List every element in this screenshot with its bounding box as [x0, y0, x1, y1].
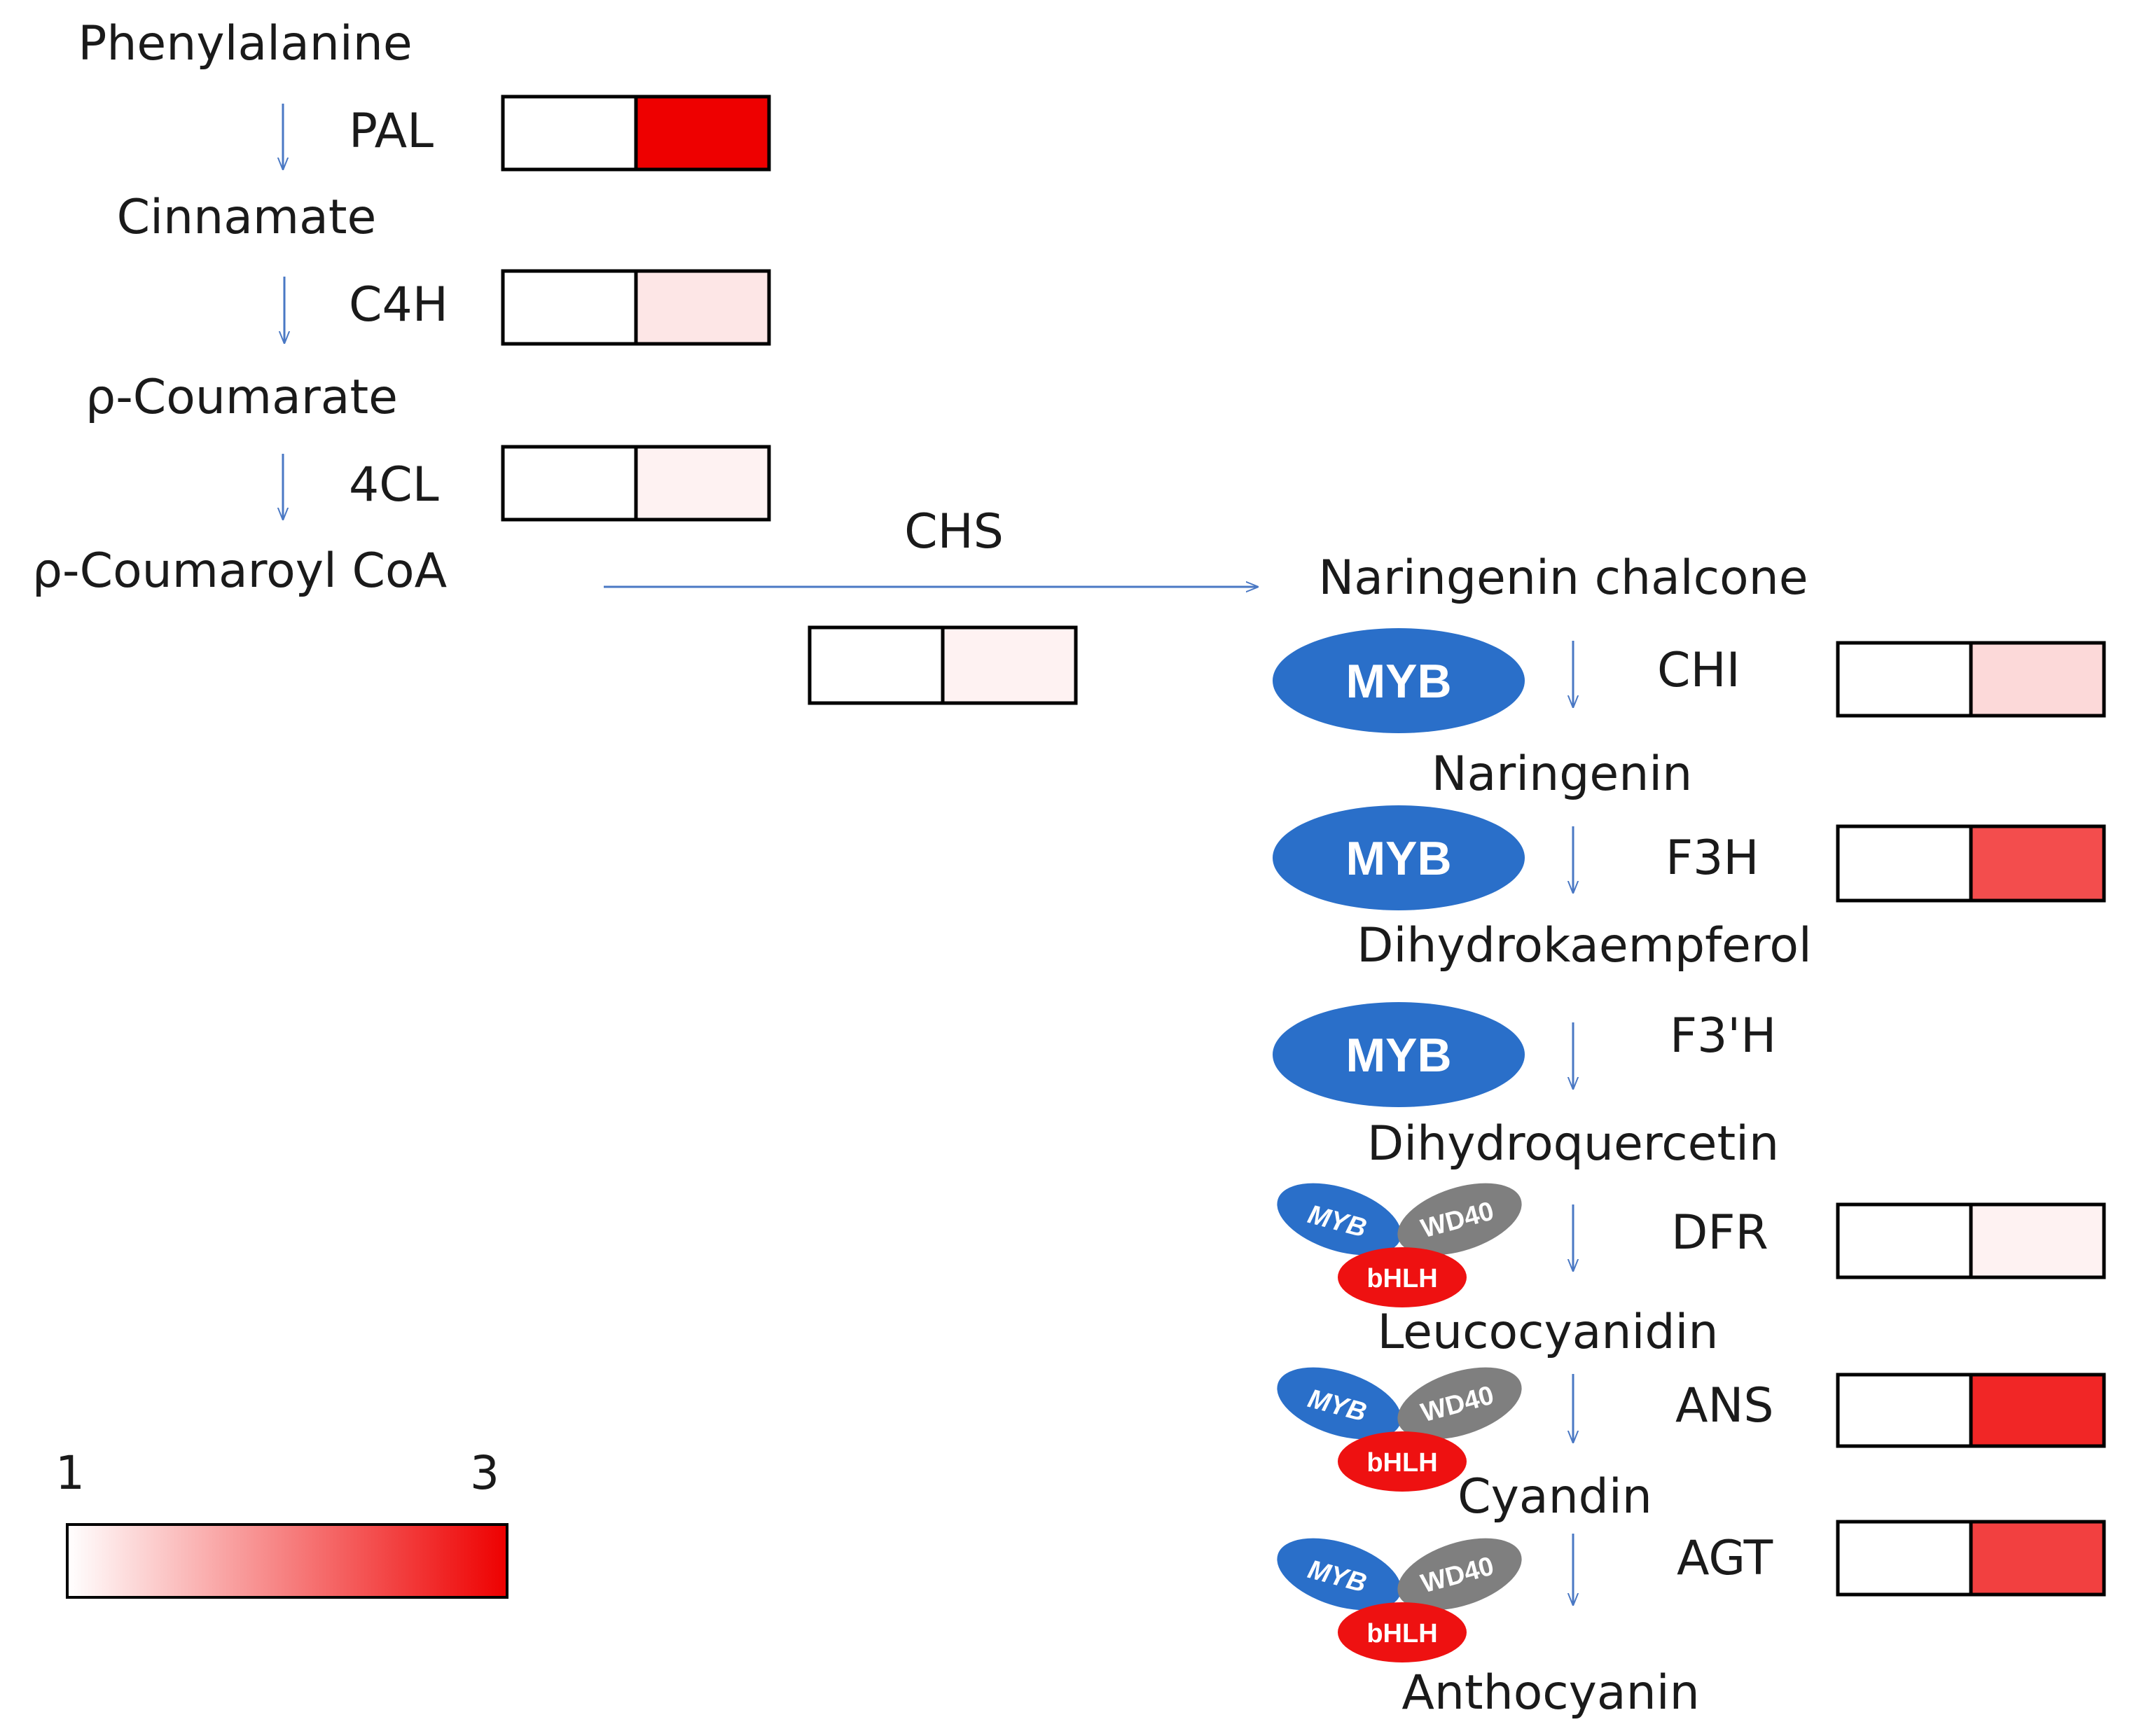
myb-regulator-f3ph: MYB [1273, 1002, 1525, 1107]
expr-box-ans [1836, 1373, 2106, 1448]
compound-dihydrokaempferol: Dihydrokaempferol [1357, 918, 1812, 973]
expr-cell-c4h [634, 269, 771, 346]
expr-box-pal [501, 95, 771, 172]
compound-anthocyanin: Anthocyanin [1401, 1665, 1699, 1721]
enzyme-pal: PAL [349, 104, 434, 159]
legend-max-label: 3 [470, 1446, 499, 1500]
expr-cell-pal [634, 95, 771, 172]
expr-cell-dfr [1969, 1202, 2106, 1279]
compound-dihydroquercetin: Dihydroquercetin [1367, 1116, 1779, 1172]
enzyme-ans: ANS [1675, 1378, 1774, 1433]
myb-regulator-chi: MYB [1273, 628, 1525, 733]
myb-label: MYB [1345, 832, 1451, 885]
compound-naringenin-chalcone: Naringenin chalcone [1318, 550, 1808, 606]
mbw-complex-dfr: MYB WD40 bHLH [1277, 1183, 1522, 1307]
compound-leucocyanidin: Leucocyanidin [1377, 1305, 1718, 1360]
mbw-complex-agt: MYB WD40 bHLH [1277, 1538, 1522, 1662]
bhlh-label: bHLH [1366, 1264, 1437, 1293]
compound-p-coumaroyl-coa: ρ-Coumaroyl CoA [32, 543, 447, 599]
expr-cell-chi [1969, 641, 2106, 718]
compound-cyandin: Cyandin [1458, 1469, 1652, 1525]
enzyme-f3ph: F3'H [1670, 1008, 1776, 1064]
enzyme-chs: CHS [904, 504, 1004, 560]
color-scale-legend: 1 3 [55, 1446, 508, 1599]
enzyme-c4h: C4H [349, 277, 448, 333]
enzyme-f3h: F3H [1666, 831, 1759, 886]
reaction-arrows [283, 104, 1573, 1605]
compound-cinnamate: Cinnamate [117, 190, 377, 245]
expr-box-agt [1836, 1520, 2106, 1597]
legend-min-label: 1 [55, 1446, 85, 1500]
expr-box-chi [1836, 641, 2106, 718]
bhlh-label: bHLH [1366, 1448, 1437, 1478]
myb-label: MYB [1345, 1029, 1451, 1082]
expr-cell-4cl [634, 445, 771, 522]
enzyme-4cl: 4CL [349, 457, 439, 513]
expr-box-f3h [1836, 824, 2106, 903]
myb-label: MYB [1345, 655, 1451, 708]
expr-box-4cl [501, 445, 771, 522]
myb-regulator-f3h: MYB [1273, 805, 1525, 910]
expr-cell-agt [1969, 1520, 2106, 1597]
expr-box-chs [808, 625, 1078, 705]
enzyme-chi: CHI [1657, 643, 1740, 698]
compound-phenylalanine: Phenylalanine [78, 16, 412, 71]
expr-cell-chs [941, 625, 1078, 705]
legend-gradient-bar [66, 1523, 508, 1599]
bhlh-label: bHLH [1366, 1619, 1437, 1648]
enzyme-agt: AGT [1677, 1531, 1773, 1586]
compound-naringenin: Naringenin [1432, 747, 1693, 802]
mbw-complex-ans: MYB WD40 bHLH [1277, 1367, 1522, 1492]
expr-box-dfr [1836, 1202, 2106, 1279]
compound-p-coumarate: ρ-Coumarate [85, 370, 398, 425]
expr-box-c4h [501, 269, 771, 346]
expr-cell-f3h [1969, 824, 2106, 903]
enzyme-dfr: DFR [1671, 1205, 1768, 1261]
expr-cell-ans [1969, 1373, 2106, 1448]
